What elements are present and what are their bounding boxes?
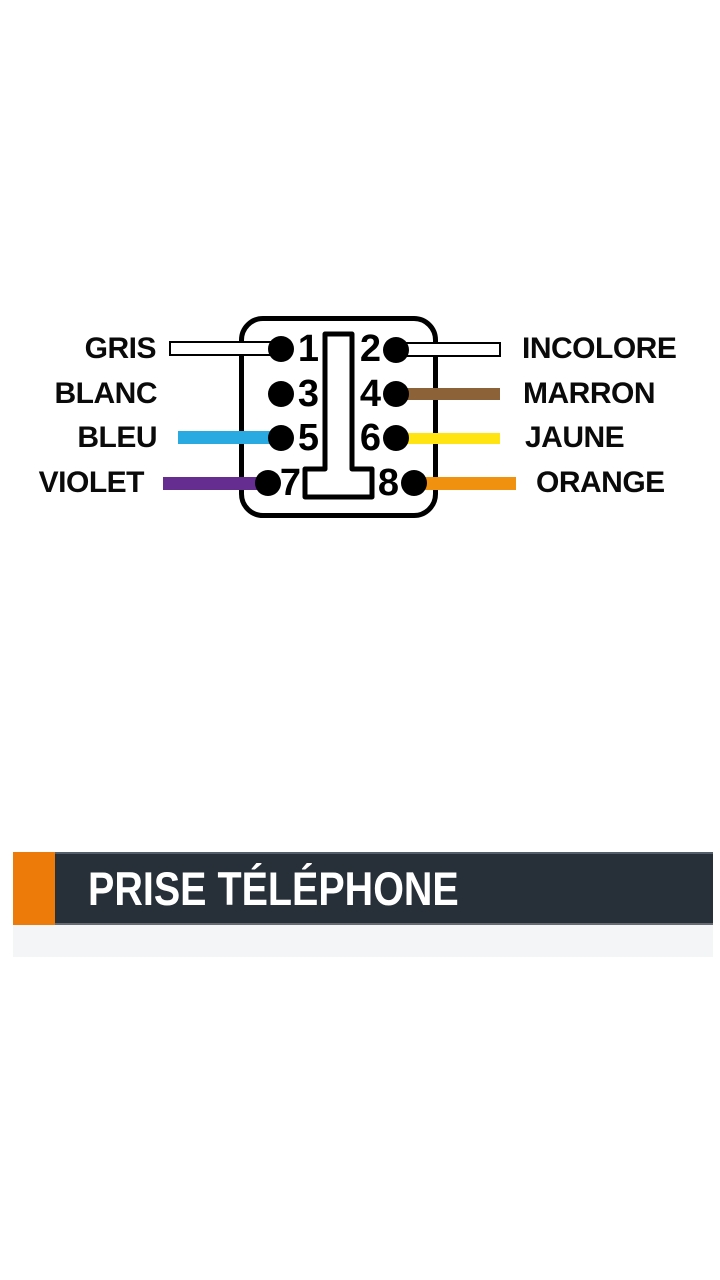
pin-number-6: 6 [359, 417, 381, 459]
pin-6 [383, 425, 409, 451]
wire-label-marron: MARRON [523, 377, 656, 410]
section-title: PRISE TÉLÉPHONE [88, 862, 459, 915]
wire-blanc [169, 341, 281, 356]
pin-4 [383, 381, 409, 407]
pin-3 [268, 381, 294, 407]
pin-number-3: 3 [297, 373, 319, 415]
pin-1 [268, 336, 294, 362]
banner-accent-block [13, 852, 55, 925]
wire-label-blanc: BLANC [54, 377, 158, 410]
wire-label-orange: ORANGE [536, 466, 665, 499]
wire-label-violet: VIOLET [38, 466, 145, 499]
wire-label-incolore: INCOLORE [522, 332, 677, 365]
wire-marron [396, 388, 500, 400]
wire-violet [163, 477, 268, 490]
section-banner: PRISE TÉLÉPHONE [13, 852, 713, 925]
pin-2 [383, 337, 409, 363]
pin-5 [268, 425, 294, 451]
pin-number-1: 1 [297, 328, 319, 370]
pin-7 [255, 470, 281, 496]
pin-8 [401, 470, 427, 496]
wire-jaune [396, 433, 500, 444]
pin-number-5: 5 [297, 417, 319, 459]
pin-number-8: 8 [377, 462, 399, 504]
pin-number-2: 2 [359, 328, 381, 370]
wire-label-jaune: JAUNE [525, 421, 625, 454]
wire-bleu [178, 431, 283, 444]
banner-substrip [13, 925, 713, 957]
wire-label-bleu: BLEU [77, 421, 157, 454]
pin-number-4: 4 [359, 373, 381, 415]
banner-dark-area: PRISE TÉLÉPHONE [55, 852, 713, 925]
wire-incolore [396, 342, 501, 357]
connector-key-icon [302, 331, 375, 500]
wire-orange [414, 477, 516, 490]
pin-number-7: 7 [279, 462, 301, 504]
wire-label-gris: GRIS [84, 332, 157, 365]
